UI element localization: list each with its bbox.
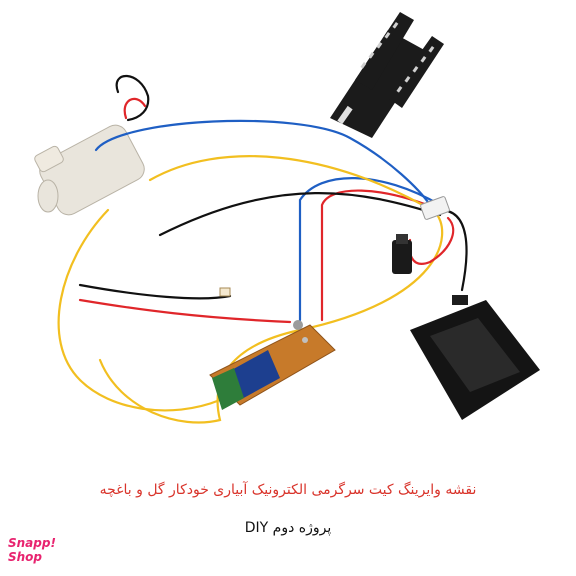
small-connector xyxy=(219,287,231,297)
diagram-subtitle: پروژه دوم DIY xyxy=(244,520,332,536)
logo-line-2: Shop xyxy=(8,550,43,564)
wires xyxy=(57,74,468,424)
power-switch xyxy=(392,234,412,274)
relay-board xyxy=(209,320,336,410)
diagram-title: نقشه وایرینگ کیت سرگرمی الکترونیک آبیاری… xyxy=(99,482,477,498)
snappshop-logo: Snapp! Shop xyxy=(8,536,70,564)
water-pump xyxy=(34,124,145,216)
logo-line-1: Snapp! xyxy=(8,536,56,550)
wire-connector xyxy=(420,196,450,220)
battery-holder xyxy=(410,295,540,420)
soil-moisture-sensor xyxy=(330,12,444,138)
